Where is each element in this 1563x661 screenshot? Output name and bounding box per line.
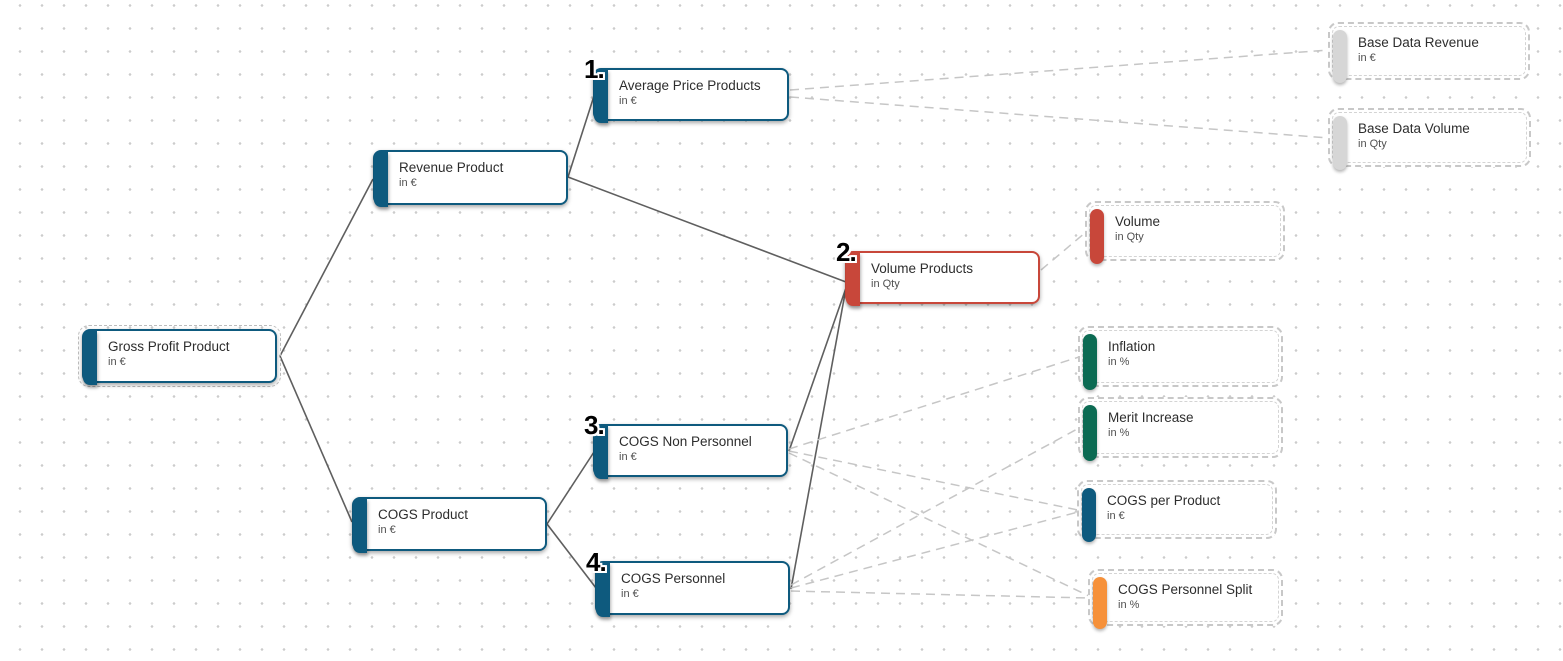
node-color-bar: [1093, 577, 1107, 629]
node-color-bar: [83, 330, 97, 385]
node-title: Average Price Products: [619, 78, 761, 93]
node-unit: in €: [1358, 52, 1376, 64]
edge-personnel-to-merit-increase: [790, 427, 1080, 586]
order-badge-2: 2.: [836, 237, 857, 267]
node-title: Volume: [1115, 214, 1161, 229]
node-title: Base Data Volume: [1358, 121, 1470, 136]
node-color-bar: [1333, 116, 1347, 170]
node-cogs-personnel-split[interactable]: COGS Personnel Split in %: [1088, 569, 1283, 629]
node-color-bar: [1090, 209, 1104, 264]
node-color-bar: [594, 425, 608, 479]
node-volume[interactable]: Volume in Qty: [1085, 201, 1285, 264]
edge-non-personnel-to-cogs-per-product: [788, 450, 1079, 511]
edge-non-personnel-to-personnel-split: [788, 452, 1090, 597]
edge-average-price-to-base-data-revenue: [789, 49, 1330, 91]
node-color-bar: [596, 562, 610, 617]
node-gross-profit-product[interactable]: Gross Profit Product in €: [82, 329, 277, 385]
node-title: Gross Profit Product: [108, 339, 230, 354]
edge-volume-products-to-volume: [1040, 231, 1087, 271]
node-title: Volume Products: [871, 261, 974, 276]
node-unit: in Qty: [871, 278, 900, 290]
node-title: COGS Personnel: [621, 571, 726, 586]
node-base-data-revenue[interactable]: Base Data Revenue in €: [1328, 22, 1530, 83]
edge-volume-products-to-personnel: [790, 287, 847, 590]
node-title: COGS Personnel Split: [1118, 582, 1253, 597]
node-cogs-personnel[interactable]: 4. COGS Personnel in €: [586, 547, 790, 617]
node-base-data-volume[interactable]: Base Data Volume in Qty: [1328, 108, 1531, 170]
node-title: Revenue Product: [399, 160, 504, 175]
edge-non-personnel-to-inflation: [788, 356, 1080, 450]
edge-revenue-to-average-price: [567, 95, 595, 178]
node-gross-profit-product-selection: Gross Profit Product in €: [78, 325, 281, 387]
edge-personnel-to-cogs-per-product: [790, 511, 1079, 589]
node-color-bar: [374, 151, 388, 207]
node-average-price-products[interactable]: 1. Average Price Products in €: [584, 54, 789, 123]
node-title: Inflation: [1108, 339, 1156, 354]
edge-cogs-product-to-non-personnel: [546, 451, 595, 525]
node-cogs-per-product[interactable]: COGS per Product in €: [1077, 480, 1277, 542]
node-unit: in €: [619, 451, 637, 463]
node-unit: in €: [1107, 510, 1125, 522]
node-unit: in €: [108, 356, 126, 368]
node-unit: in %: [1108, 356, 1130, 368]
node-unit: in Qty: [1115, 231, 1144, 243]
node-color-bar: [1083, 334, 1097, 390]
node-merit-increase[interactable]: Merit Increase in %: [1078, 397, 1283, 461]
node-revenue-product[interactable]: Revenue Product in €: [373, 150, 568, 207]
node-color-bar: [353, 498, 367, 553]
edge-gross-profit-to-cogs-product: [279, 355, 353, 523]
node-unit: in €: [621, 588, 639, 600]
node-unit: in €: [399, 177, 417, 189]
edge-revenue-to-volume-products: [567, 176, 847, 283]
node-color-bar: [594, 69, 608, 123]
edge-personnel-to-personnel-split: [790, 590, 1090, 599]
node-unit: in Qty: [1358, 138, 1387, 150]
edge-volume-products-to-non-personnel: [788, 287, 847, 452]
node-unit: in €: [619, 95, 637, 107]
node-unit: in €: [378, 524, 396, 536]
edge-average-price-to-base-data-volume: [789, 96, 1330, 139]
node-color-bar: [1083, 405, 1097, 461]
order-badge-4: 4.: [586, 547, 607, 577]
order-badge-1: 1.: [584, 54, 605, 84]
node-color-bar: [1333, 30, 1347, 83]
node-unit: in %: [1108, 427, 1130, 439]
node-unit: in %: [1118, 599, 1140, 611]
node-color-bar: [846, 252, 860, 306]
order-badge-3: 3.: [584, 410, 605, 440]
node-title: COGS Non Personnel: [619, 434, 752, 449]
node-cogs-non-personnel[interactable]: 3. COGS Non Personnel in €: [584, 410, 788, 479]
node-title: COGS per Product: [1107, 493, 1221, 508]
node-title: Base Data Revenue: [1358, 35, 1479, 50]
node-volume-products[interactable]: 2. Volume Products in Qty: [836, 237, 1040, 306]
node-cogs-product[interactable]: COGS Product in €: [352, 497, 547, 553]
node-title: COGS Product: [378, 507, 469, 522]
edge-gross-profit-to-revenue: [279, 178, 374, 357]
node-title: Merit Increase: [1108, 410, 1194, 425]
node-inflation[interactable]: Inflation in %: [1078, 326, 1283, 390]
